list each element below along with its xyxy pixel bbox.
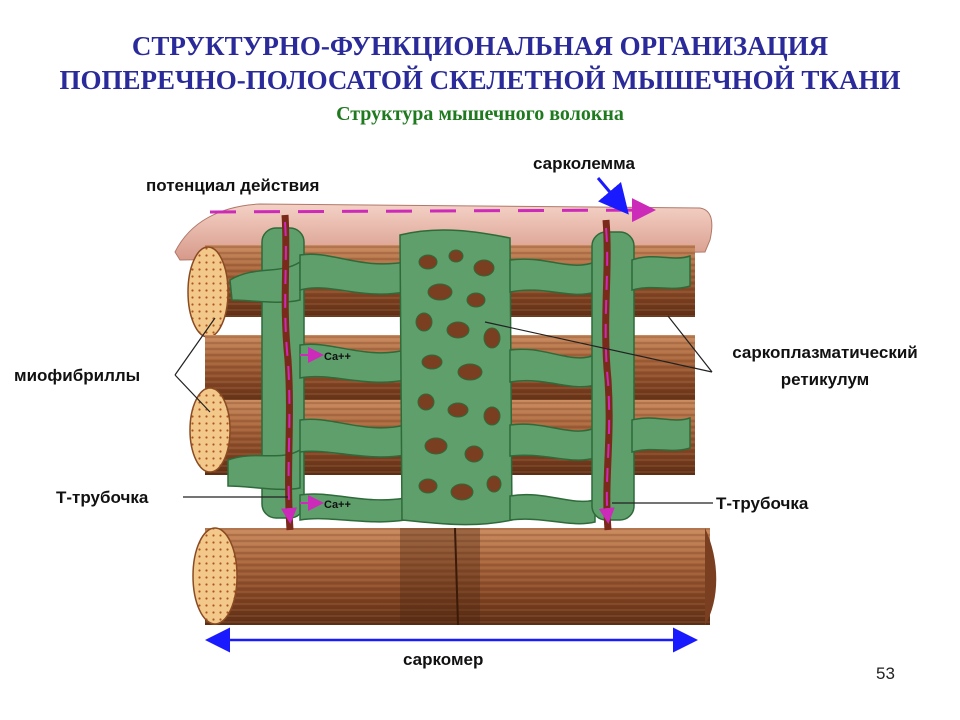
t-tubules xyxy=(281,214,615,531)
label-t-tubule-left: Т-трубочка xyxy=(56,488,149,507)
slide-title-line1: СТРУКТУРНО-ФУНКЦИОНАЛЬНАЯ ОРГАНИЗАЦИЯ xyxy=(131,31,829,61)
action-potential-arrows xyxy=(209,198,656,223)
label-sarcomere: саркомер xyxy=(403,650,484,669)
slide-subtitle: Структура мышечного волокна xyxy=(336,103,624,125)
label-myofibrils: миофибриллы xyxy=(14,366,141,385)
label-t-tubule-right: Т-трубочка xyxy=(716,494,809,513)
ca-label-lower: Ca++ xyxy=(324,499,351,511)
label-sarcolemma: сарколемма xyxy=(533,154,635,173)
label-sarcoplasmic-reticulum-line2: ретикулум xyxy=(780,370,870,389)
label-action-potential: потенциал действия xyxy=(146,176,320,195)
myofibril-bottom xyxy=(192,527,717,626)
slide-title-line2: ПОПЕРЕЧНО-ПОЛОСАТОЙ СКЕЛЕТНОЙ МЫШЕЧНОЙ Т… xyxy=(59,65,901,95)
label-sarcoplasmic-reticulum-line1: саркоплазматический xyxy=(732,343,918,362)
reticulum-fenestrations xyxy=(415,249,502,501)
label-pointers xyxy=(174,315,713,504)
page-number: 53 xyxy=(876,664,895,683)
calcium-release-markers xyxy=(300,347,324,511)
sarcolemma-pointer xyxy=(596,177,629,215)
ca-label-upper: Ca++ xyxy=(324,351,351,363)
sarcoplasmic-reticulum xyxy=(227,227,691,526)
